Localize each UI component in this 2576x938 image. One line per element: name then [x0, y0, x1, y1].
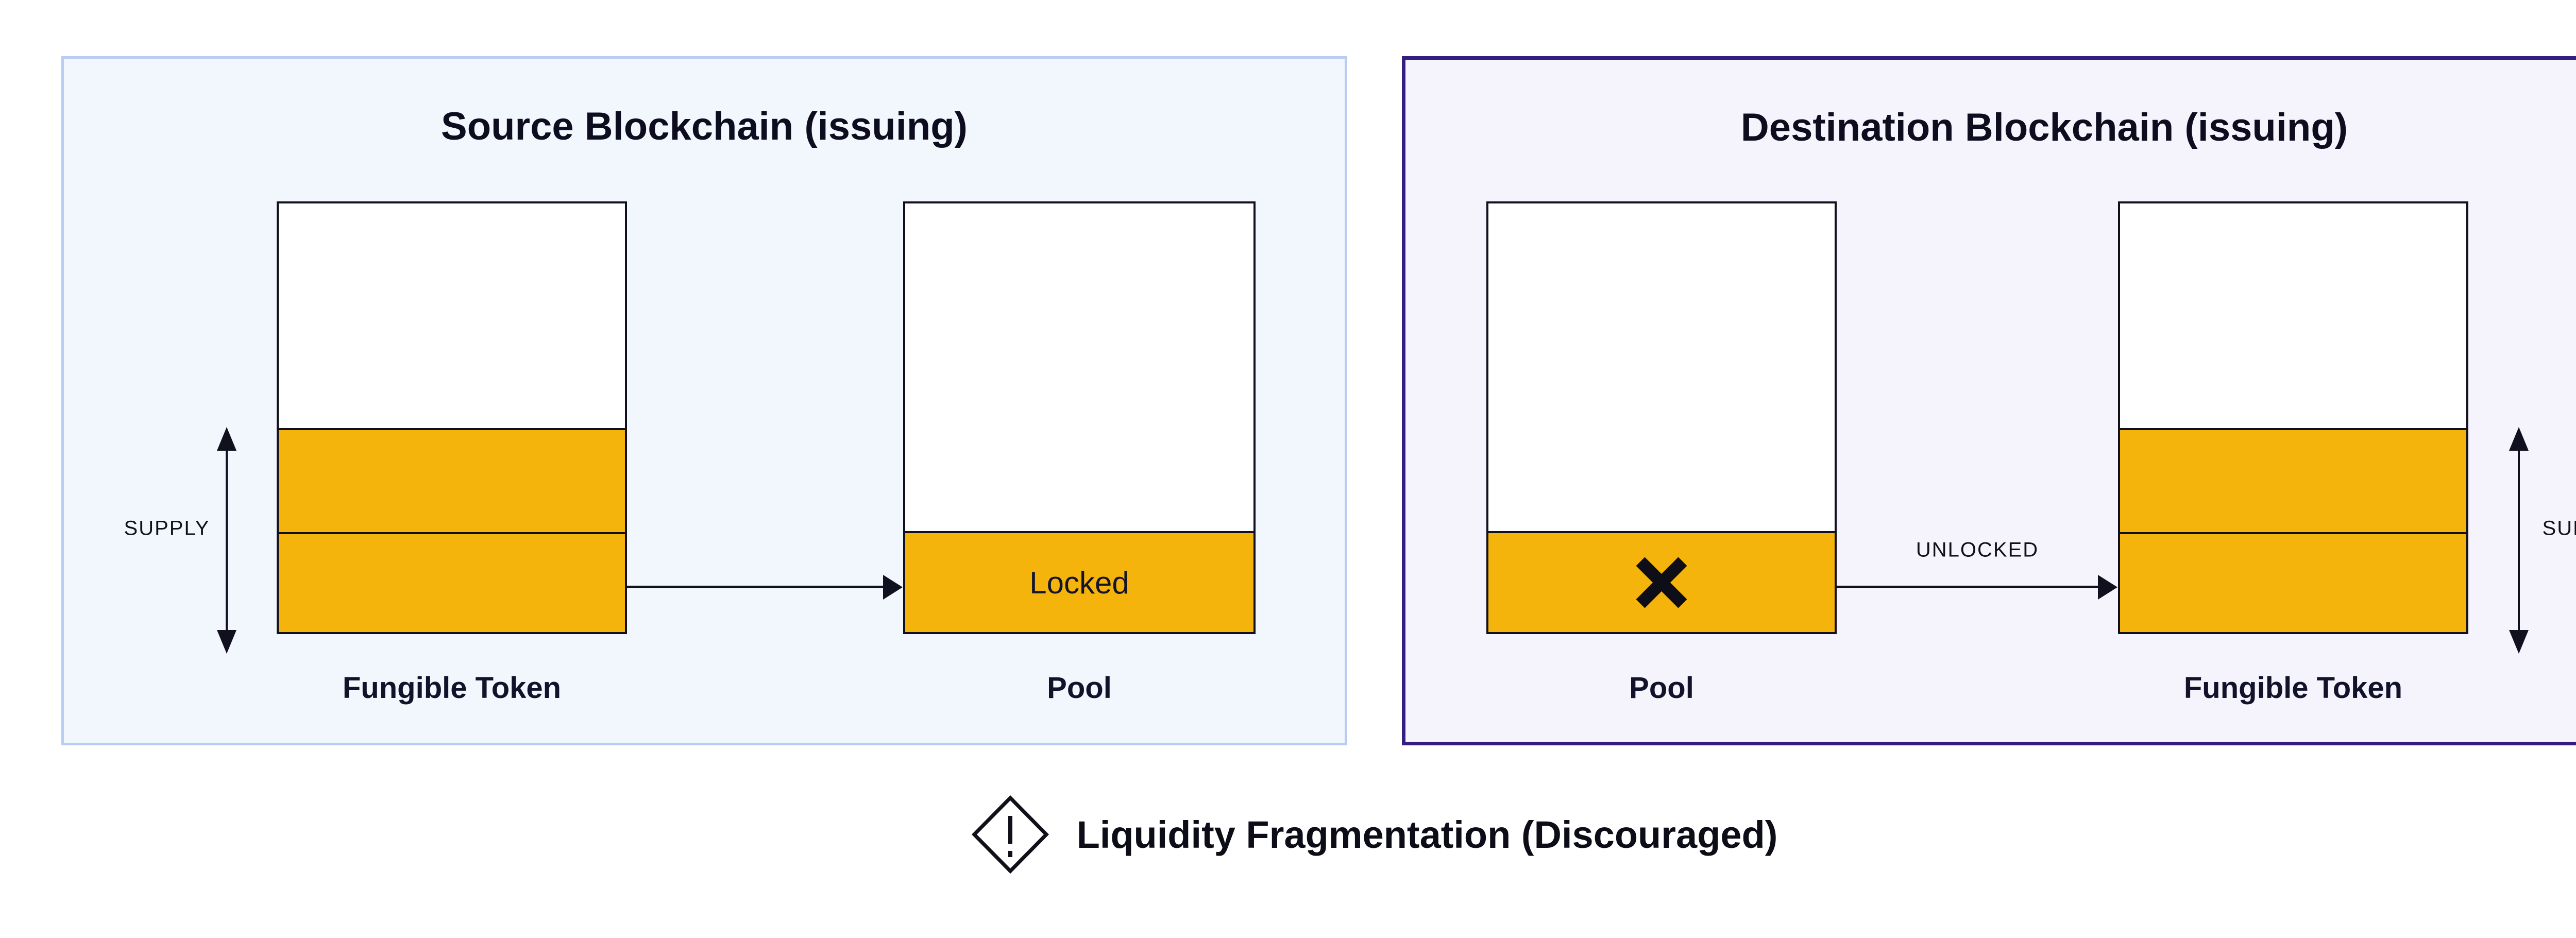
destination-fungible-token-bar: [2118, 201, 2468, 634]
arrowhead-down-icon: [2509, 630, 2529, 654]
source-token-bar-label: Fungible Token: [342, 671, 562, 705]
source-supply-range-arrow-icon: [217, 427, 236, 654]
lock-transfer-arrow-icon: [627, 574, 903, 600]
destination-supply-range-arrow-icon: [2509, 427, 2529, 654]
caption: Liquidity Fragmentation (Discouraged): [0, 793, 2576, 876]
locked-label: Locked: [1029, 565, 1129, 600]
arrowhead-right-icon: [883, 574, 903, 600]
destination-panel-title: Destination Blockchain (issuing): [1740, 106, 2348, 149]
source-pool-locked-segment: Locked: [905, 531, 1253, 632]
source-pool-empty-segment: [905, 203, 1253, 531]
source-fungible-token-bar: [277, 201, 627, 634]
destination-token-supply-lower-segment: [2120, 532, 2466, 632]
destination-pool-empty-segment: [1488, 203, 1835, 531]
arrowhead-up-icon: [2509, 427, 2529, 451]
destination-pool-bar: [1486, 201, 1837, 634]
source-blockchain-panel: Source Blockchain (issuing) Locked SUPPL…: [61, 56, 1347, 745]
x-mark-icon: [1633, 554, 1690, 611]
source-pool-bar: Locked: [903, 201, 1256, 634]
source-supply-label: SUPPLY: [124, 517, 210, 540]
source-token-supply-lower-segment: [279, 532, 625, 632]
source-pool-bar-label: Pool: [1047, 671, 1112, 705]
warning-diamond-icon: [971, 795, 1049, 874]
destination-token-supply-upper-segment: [2120, 428, 2466, 532]
destination-pool-blocked-segment: [1488, 531, 1835, 632]
arrowhead-right-icon: [2098, 574, 2117, 600]
unlock-transfer-arrow-icon: [1837, 574, 2117, 600]
destination-token-bar-label: Fungible Token: [2183, 671, 2403, 705]
destination-blockchain-panel: Destination Blockchain (issuing): [1402, 56, 2576, 745]
destination-pool-bar-label: Pool: [1629, 671, 1694, 705]
source-token-supply-upper-segment: [279, 428, 625, 532]
arrowhead-up-icon: [217, 427, 236, 451]
caption-text: Liquidity Fragmentation (Discouraged): [1076, 813, 1778, 856]
source-token-empty-segment: [279, 203, 625, 428]
arrowhead-down-icon: [217, 630, 236, 654]
unlocked-label: UNLOCKED: [1916, 538, 2039, 561]
destination-token-empty-segment: [2120, 203, 2466, 428]
source-panel-title: Source Blockchain (issuing): [441, 105, 968, 148]
destination-supply-label: SUPPLY: [2542, 517, 2576, 540]
